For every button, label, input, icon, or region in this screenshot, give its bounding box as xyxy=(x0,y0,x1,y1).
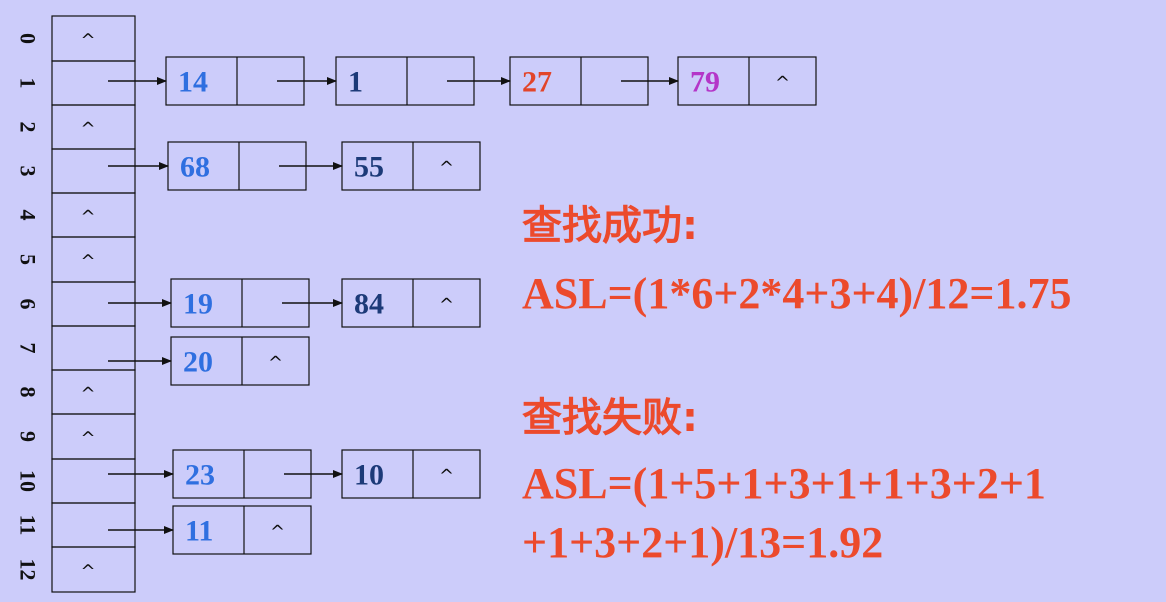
success-heading: 查找成功: xyxy=(522,203,698,249)
index-label: 12 xyxy=(16,559,41,581)
null-pointer: ^ xyxy=(439,466,454,487)
null-pointer: ^ xyxy=(80,251,95,272)
node-box xyxy=(172,505,312,555)
node-box xyxy=(170,336,310,386)
node-key: 19 xyxy=(183,288,213,321)
node-key: 55 xyxy=(354,151,384,184)
null-pointer: ^ xyxy=(268,353,283,374)
slot-1 xyxy=(51,60,136,106)
node-key: 10 xyxy=(354,459,384,492)
node-key: 20 xyxy=(183,346,213,379)
index-label: 11 xyxy=(16,515,41,536)
node-key: 1 xyxy=(348,66,363,99)
node-key: 11 xyxy=(185,515,213,548)
slot-3 xyxy=(51,148,136,194)
slot-7 xyxy=(51,325,136,371)
index-label: 3 xyxy=(16,166,41,177)
node-box xyxy=(341,449,481,499)
node-key: 14 xyxy=(178,66,208,99)
node-key: 84 xyxy=(354,288,384,321)
slot-10 xyxy=(51,458,136,504)
index-label: 5 xyxy=(16,254,41,265)
node-key: 68 xyxy=(180,151,210,184)
node-key: 23 xyxy=(185,459,215,492)
null-pointer: ^ xyxy=(80,428,95,449)
index-label: 6 xyxy=(16,299,41,310)
fail-formula-line2: +1+3+2+1)/13=1.92 xyxy=(522,518,884,567)
null-pointer: ^ xyxy=(270,522,285,543)
null-pointer: ^ xyxy=(80,561,95,582)
index-label: 2 xyxy=(16,122,41,133)
node-box xyxy=(341,278,481,328)
slot-11 xyxy=(51,502,136,548)
node-box xyxy=(677,56,817,106)
fail-heading: 查找失败: xyxy=(522,395,698,441)
null-pointer: ^ xyxy=(80,384,95,405)
fail-formula-line1: ASL=(1+5+1+3+1+1+3+2+1 xyxy=(522,459,1046,508)
index-label: 9 xyxy=(16,431,41,442)
null-pointer: ^ xyxy=(80,119,95,140)
null-pointer: ^ xyxy=(80,30,95,51)
index-label: 10 xyxy=(16,470,41,492)
null-pointer: ^ xyxy=(439,295,454,316)
index-label: 7 xyxy=(16,343,41,354)
null-pointer: ^ xyxy=(439,158,454,179)
node-key: 27 xyxy=(522,66,552,99)
slot-6 xyxy=(51,281,136,327)
node-key: 79 xyxy=(690,66,720,99)
null-pointer: ^ xyxy=(80,207,95,228)
index-label: 0 xyxy=(16,33,41,44)
index-label: 1 xyxy=(16,78,41,89)
index-label: 4 xyxy=(16,210,41,221)
null-pointer: ^ xyxy=(775,73,790,94)
index-label: 8 xyxy=(16,387,41,398)
node-box xyxy=(341,141,481,191)
slot-12 xyxy=(51,546,136,593)
success-formula: ASL=(1*6+2*4+3+4)/12=1.75 xyxy=(522,269,1072,318)
